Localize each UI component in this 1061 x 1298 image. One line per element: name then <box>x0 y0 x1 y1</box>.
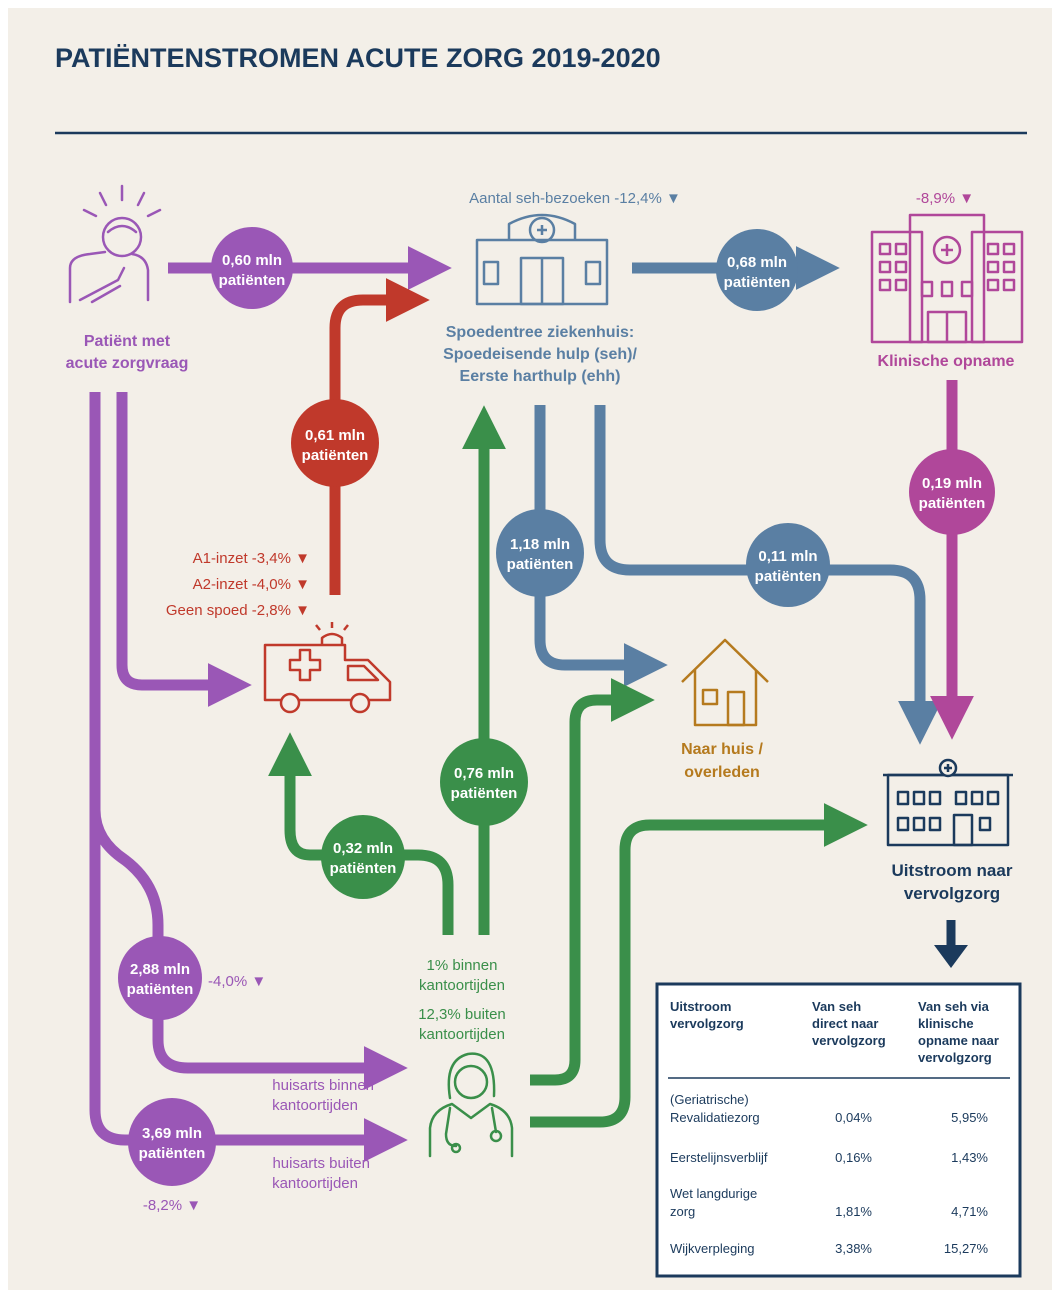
flow-unit: patiënten <box>451 785 518 802</box>
gp-out-label-line1: huisarts buiten <box>272 1155 370 1172</box>
table-header-col2-line1: Van seh <box>812 999 861 1014</box>
outflow-arrow-head <box>934 945 968 968</box>
flow-path-patient-to-gp-in <box>89 392 408 1090</box>
flow-circle-369: 3,69 mln patiënten <box>128 1098 216 1186</box>
flow-circle-011: 0,11 mln patiënten <box>746 523 830 607</box>
flow-circle-288: 2,88 mln patiënten <box>118 936 202 1020</box>
clinic-label: Klinische opname <box>878 353 1015 370</box>
ambulance-icon <box>263 622 392 714</box>
flow-path-ambulance-to-seh <box>329 278 430 595</box>
flow-value: 0,68 mln <box>727 254 787 271</box>
table-row2-label: Eerstelijnsverblijf <box>670 1150 768 1165</box>
vervolg-label-line1: Uitstroom naar <box>892 861 1013 880</box>
gp-in-label-line1: huisarts binnen <box>272 1077 374 1094</box>
page-title: PATIËNTENSTROMEN ACUTE ZORG 2019-2020 <box>55 43 661 73</box>
flow-circle-061: 0,61 mln patiënten <box>291 399 379 487</box>
patient-label-line2: acute zorgvraag <box>66 355 189 372</box>
outflow-table: Uitstroom vervolgzorg Van seh direct naa… <box>655 982 1022 1278</box>
flow-unit: patiënten <box>330 860 397 877</box>
flow-value: 0,11 mln <box>758 548 817 565</box>
table-header-col2-line2: direct naar <box>812 1016 878 1031</box>
vervolg-label-line2: vervolgzorg <box>904 884 1000 903</box>
flow-unit: patiënten <box>139 1145 206 1162</box>
flow-value: 0,60 mln <box>222 252 282 269</box>
general-practitioner-icon <box>428 1052 514 1158</box>
flow-value: 0,76 mln <box>454 765 514 782</box>
care-facility-icon <box>883 758 1013 847</box>
flow-circle-060: 0,60 mln patiënten <box>211 227 293 309</box>
flow-circles: 0,60 mln patiënten 0,68 mln patiënten 0,… <box>118 227 995 1186</box>
house-icon <box>681 638 769 727</box>
ambulance-stat-a1: A1-inzet -3,4% ▼ <box>193 550 310 567</box>
flow-path-gp-to-home <box>530 678 655 1086</box>
patient-label-line1: Patiënt met <box>84 333 171 350</box>
flow-path-seh-to-home <box>534 405 668 687</box>
table-row2-col3: 1,43% <box>951 1150 988 1165</box>
table-row1-col3: 5,95% <box>951 1110 988 1125</box>
table-row1-label-line1: (Geriatrische) <box>670 1092 749 1107</box>
flow-circle-019: 0,19 mln patiënten <box>909 449 995 535</box>
flow-unit: patiënten <box>919 495 986 512</box>
table-header-col3-line3: opname naar <box>918 1033 999 1048</box>
flow-value: 2,88 mln <box>130 961 190 978</box>
flow-circle-076: 0,76 mln patiënten <box>440 738 528 826</box>
seh-label-line1: Spoedentree ziekenhuis: <box>446 324 635 341</box>
flow-path-patient-to-ambulance <box>116 392 252 707</box>
flow-value: 0,61 mln <box>305 427 365 444</box>
table-frame <box>655 982 1022 1278</box>
clinic-building-icon <box>870 213 1024 344</box>
flow-unit: patiënten <box>127 981 194 998</box>
home-label-line2: overleden <box>684 764 760 781</box>
gp-stat-line2: kantoortijden <box>419 977 505 994</box>
patient-icon <box>68 184 162 304</box>
table-header-col3-line1: Van seh via <box>918 999 990 1014</box>
emergency-hospital-icon <box>475 213 609 306</box>
flow-circle-068: 0,68 mln patiënten <box>716 229 798 311</box>
ambulance-stat-geen-spoed: Geen spoed -2,8% ▼ <box>166 602 310 619</box>
table-row3-label-line1: Wet langdurige <box>670 1186 757 1201</box>
flow-unit: patiënten <box>724 274 791 291</box>
stat-288: -4,0% ▼ <box>208 973 266 990</box>
table-row3-label-line2: zorg <box>670 1204 695 1219</box>
flow-unit: patiënten <box>219 272 286 289</box>
table-header-col1-line2: vervolgzorg <box>670 1016 744 1031</box>
gp-stat-line3: 12,3% buiten <box>418 1006 506 1023</box>
seh-label-line2: Spoedeisende hulp (seh)/ <box>443 346 637 363</box>
table-row1-label-line2: Revalidatiezorg <box>670 1110 760 1125</box>
flow-circle-118: 1,18 mln patiënten <box>496 509 584 597</box>
flow-value: 3,69 mln <box>142 1125 202 1142</box>
table-row3-col3: 4,71% <box>951 1204 988 1219</box>
gp-in-label-line2: kantoortijden <box>272 1097 358 1114</box>
table-row4-col2: 3,38% <box>835 1241 872 1256</box>
flow-circle-032: 0,32 mln patiënten <box>321 815 405 899</box>
flow-value: 0,19 mln <box>922 475 982 492</box>
table-row1-col2: 0,04% <box>835 1110 872 1125</box>
gp-stat-line1: 1% binnen <box>427 957 498 974</box>
seh-visits-stat: Aantal seh-bezoeken -12,4% ▼ <box>469 190 681 207</box>
table-row2-col2: 0,16% <box>835 1150 872 1165</box>
table-row4-col3: 15,27% <box>944 1241 989 1256</box>
table-header-col2-line3: vervolgzorg <box>812 1033 886 1048</box>
seh-label-line3: Eerste harthulp (ehh) <box>460 368 621 385</box>
table-header-col3-line4: vervolgzorg <box>918 1050 992 1065</box>
table-header-col1-line1: Uitstroom <box>670 999 731 1014</box>
flow-value: 1,18 mln <box>510 536 570 553</box>
table-header-col3-line2: klinische <box>918 1016 974 1031</box>
flow-path-patient-to-gp-out <box>89 810 408 1162</box>
flow-unit: patiënten <box>507 556 574 573</box>
table-row4-label: Wijkverpleging <box>670 1241 755 1256</box>
home-label-line1: Naar huis / <box>681 741 763 758</box>
flow-value: 0,32 mln <box>333 840 393 857</box>
clinic-stat: -8,9% ▼ <box>916 190 974 207</box>
gp-stat-line4: kantoortijden <box>419 1026 505 1043</box>
ambulance-stat-a2: A2-inzet -4,0% ▼ <box>193 576 310 593</box>
flow-unit: patiënten <box>755 568 822 585</box>
flow-path-gp-to-vervolg <box>530 803 868 1128</box>
table-row3-col2: 1,81% <box>835 1204 872 1219</box>
flow-unit: patiënten <box>302 447 369 464</box>
stat-369: -8,2% ▼ <box>143 1197 201 1214</box>
gp-out-label-line2: kantoortijden <box>272 1175 358 1192</box>
